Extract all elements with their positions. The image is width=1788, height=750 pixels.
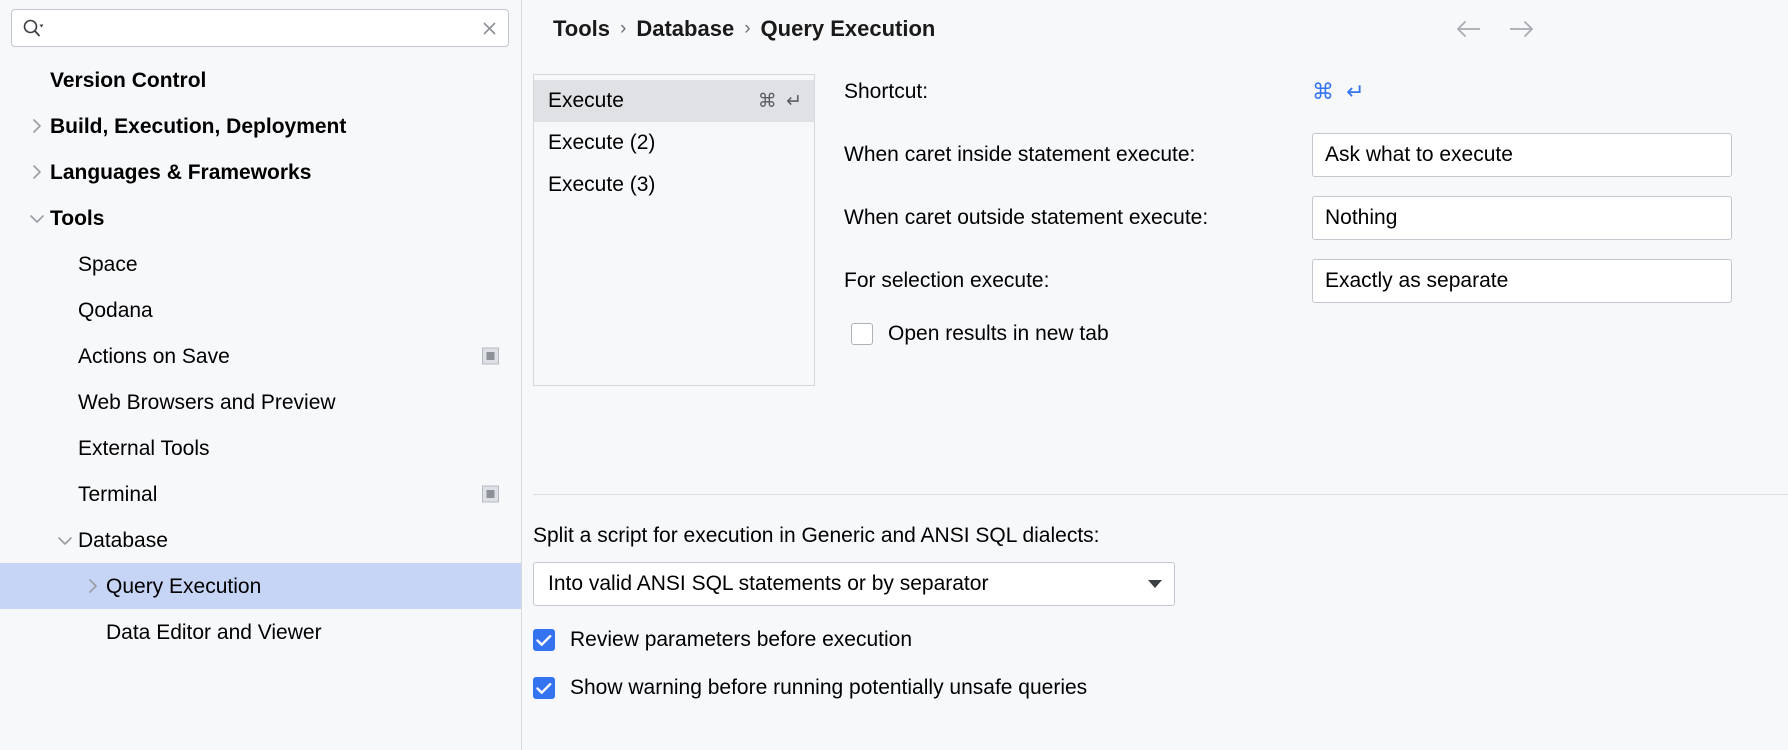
review-parameters-label: Review parameters before execution — [570, 628, 913, 651]
sidebar-item-label: Version Control — [50, 68, 207, 92]
modified-settings-icon — [482, 347, 499, 365]
show-warning-checkbox-row[interactable]: Show warning before running potentially … — [533, 676, 1788, 700]
review-parameters-checkbox[interactable] — [533, 629, 555, 651]
split-script-label: Split a script for execution in Generic … — [533, 524, 1100, 547]
chevron-right-icon[interactable] — [24, 163, 50, 181]
sidebar-item-data-editor-and-viewer[interactable]: Data Editor and Viewer — [0, 609, 521, 655]
caret-outside-row: When caret outside statement execute: No… — [844, 196, 1788, 240]
sidebar-item-label: Data Editor and Viewer — [106, 620, 322, 644]
search-area — [0, 0, 521, 47]
caret-inside-label: When caret inside statement execute: — [844, 143, 1196, 166]
execution-settings-form: Shortcut: ⌘ ↵ When caret inside statemen… — [844, 58, 1788, 346]
sidebar-item-space[interactable]: Space — [0, 241, 521, 287]
sidebar-item-build-execution-deployment[interactable]: Build, Execution, Deployment — [0, 103, 521, 149]
sidebar-item-languages-frameworks[interactable]: Languages & Frameworks — [0, 149, 521, 195]
breadcrumb: Tools › Database › Query Execution — [522, 0, 1788, 58]
sidebar-item-actions-on-save[interactable]: Actions on Save — [0, 333, 521, 379]
arrow-left-icon[interactable] — [1455, 15, 1483, 43]
chevron-down-icon[interactable] — [52, 533, 78, 547]
open-results-checkbox[interactable] — [851, 323, 873, 345]
sidebar-item-query-execution[interactable]: Query Execution — [0, 563, 521, 609]
breadcrumb-separator: › — [620, 18, 627, 39]
sidebar-item-label: Actions on Save — [78, 344, 230, 368]
sidebar-item-version-control[interactable]: Version Control — [0, 57, 521, 103]
list-item-label: Execute (3) — [548, 173, 656, 196]
list-item[interactable]: Execute ⌘ ↵ — [534, 80, 814, 122]
search-icon — [22, 18, 44, 38]
shortcut-value: ⌘ ↵ — [1312, 79, 1368, 104]
list-item-shortcut: ⌘ ↵ — [757, 90, 804, 112]
sidebar-item-terminal[interactable]: Terminal — [0, 471, 521, 517]
split-script-select[interactable]: Into valid ANSI SQL statements or by sep… — [533, 562, 1175, 606]
search-box[interactable] — [11, 9, 509, 47]
close-icon[interactable] — [478, 17, 500, 39]
breadcrumb-item-query-execution: Query Execution — [760, 16, 936, 41]
sidebar-item-tools[interactable]: Tools — [0, 195, 521, 241]
sidebar-item-database[interactable]: Database — [0, 517, 521, 563]
list-item-label: Execute (2) — [548, 131, 656, 154]
sidebar-item-label: Terminal — [78, 482, 158, 506]
sidebar-item-label: Space — [78, 252, 138, 276]
for-selection-row: For selection execute: Exactly as separa… — [844, 259, 1788, 303]
sidebar-item-label: Qodana — [78, 298, 153, 322]
sidebar-item-label: Languages & Frameworks — [50, 160, 312, 184]
list-item[interactable]: Execute (3) — [534, 164, 814, 206]
sidebar-item-label: Tools — [50, 206, 105, 230]
sidebar-item-web-browsers-and-preview[interactable]: Web Browsers and Preview — [0, 379, 521, 425]
settings-content: Tools › Database › Query Execution — [522, 0, 1788, 750]
execute-actions-list[interactable]: Execute ⌘ ↵ Execute (2) Execute (3) — [533, 74, 815, 386]
show-warning-checkbox[interactable] — [533, 677, 555, 699]
navigation-arrows — [1455, 15, 1535, 43]
list-item-label: Execute — [548, 89, 624, 112]
sidebar-item-qodana[interactable]: Qodana — [0, 287, 521, 333]
breadcrumb-separator: › — [744, 18, 751, 39]
sidebar-item-label: Database — [78, 528, 168, 552]
section-divider — [533, 494, 1788, 495]
list-item[interactable]: Execute (2) — [534, 122, 814, 164]
chevron-down-icon[interactable] — [24, 211, 50, 225]
sidebar-item-label: Web Browsers and Preview — [78, 390, 336, 414]
sidebar-item-label: Query Execution — [106, 574, 262, 598]
breadcrumb-item-database[interactable]: Database — [636, 16, 735, 41]
modified-settings-icon — [482, 485, 499, 503]
sidebar-item-external-tools[interactable]: External Tools — [0, 425, 521, 471]
caret-outside-label: When caret outside statement execute: — [844, 206, 1209, 229]
shortcut-row: Shortcut: ⌘ ↵ — [844, 70, 1788, 114]
for-selection-select[interactable]: Exactly as separate — [1312, 259, 1732, 303]
caret-outside-select[interactable]: Nothing — [1312, 196, 1732, 240]
open-results-checkbox-row[interactable]: Open results in new tab — [851, 322, 1788, 346]
split-script-value: Into valid ANSI SQL statements or by sep… — [548, 572, 989, 595]
chevron-right-icon[interactable] — [80, 577, 106, 595]
review-parameters-checkbox-row[interactable]: Review parameters before execution — [533, 628, 1788, 652]
arrow-right-icon[interactable] — [1507, 15, 1535, 43]
open-results-label: Open results in new tab — [888, 322, 1109, 345]
chevron-down-icon — [1148, 580, 1162, 588]
search-input[interactable] — [44, 10, 478, 46]
show-warning-label: Show warning before running potentially … — [570, 676, 1088, 699]
for-selection-label: For selection execute: — [844, 269, 1050, 292]
breadcrumb-item-tools[interactable]: Tools — [553, 16, 611, 41]
sidebar-item-label: Build, Execution, Deployment — [50, 114, 347, 138]
script-split-section: Split a script for execution in Generic … — [533, 524, 1788, 724]
sidebar-item-label: External Tools — [78, 436, 210, 460]
caret-inside-row: When caret inside statement execute: Ask… — [844, 133, 1788, 177]
chevron-right-icon[interactable] — [24, 117, 50, 135]
caret-inside-select[interactable]: Ask what to execute — [1312, 133, 1732, 177]
shortcut-label: Shortcut: — [844, 80, 929, 103]
